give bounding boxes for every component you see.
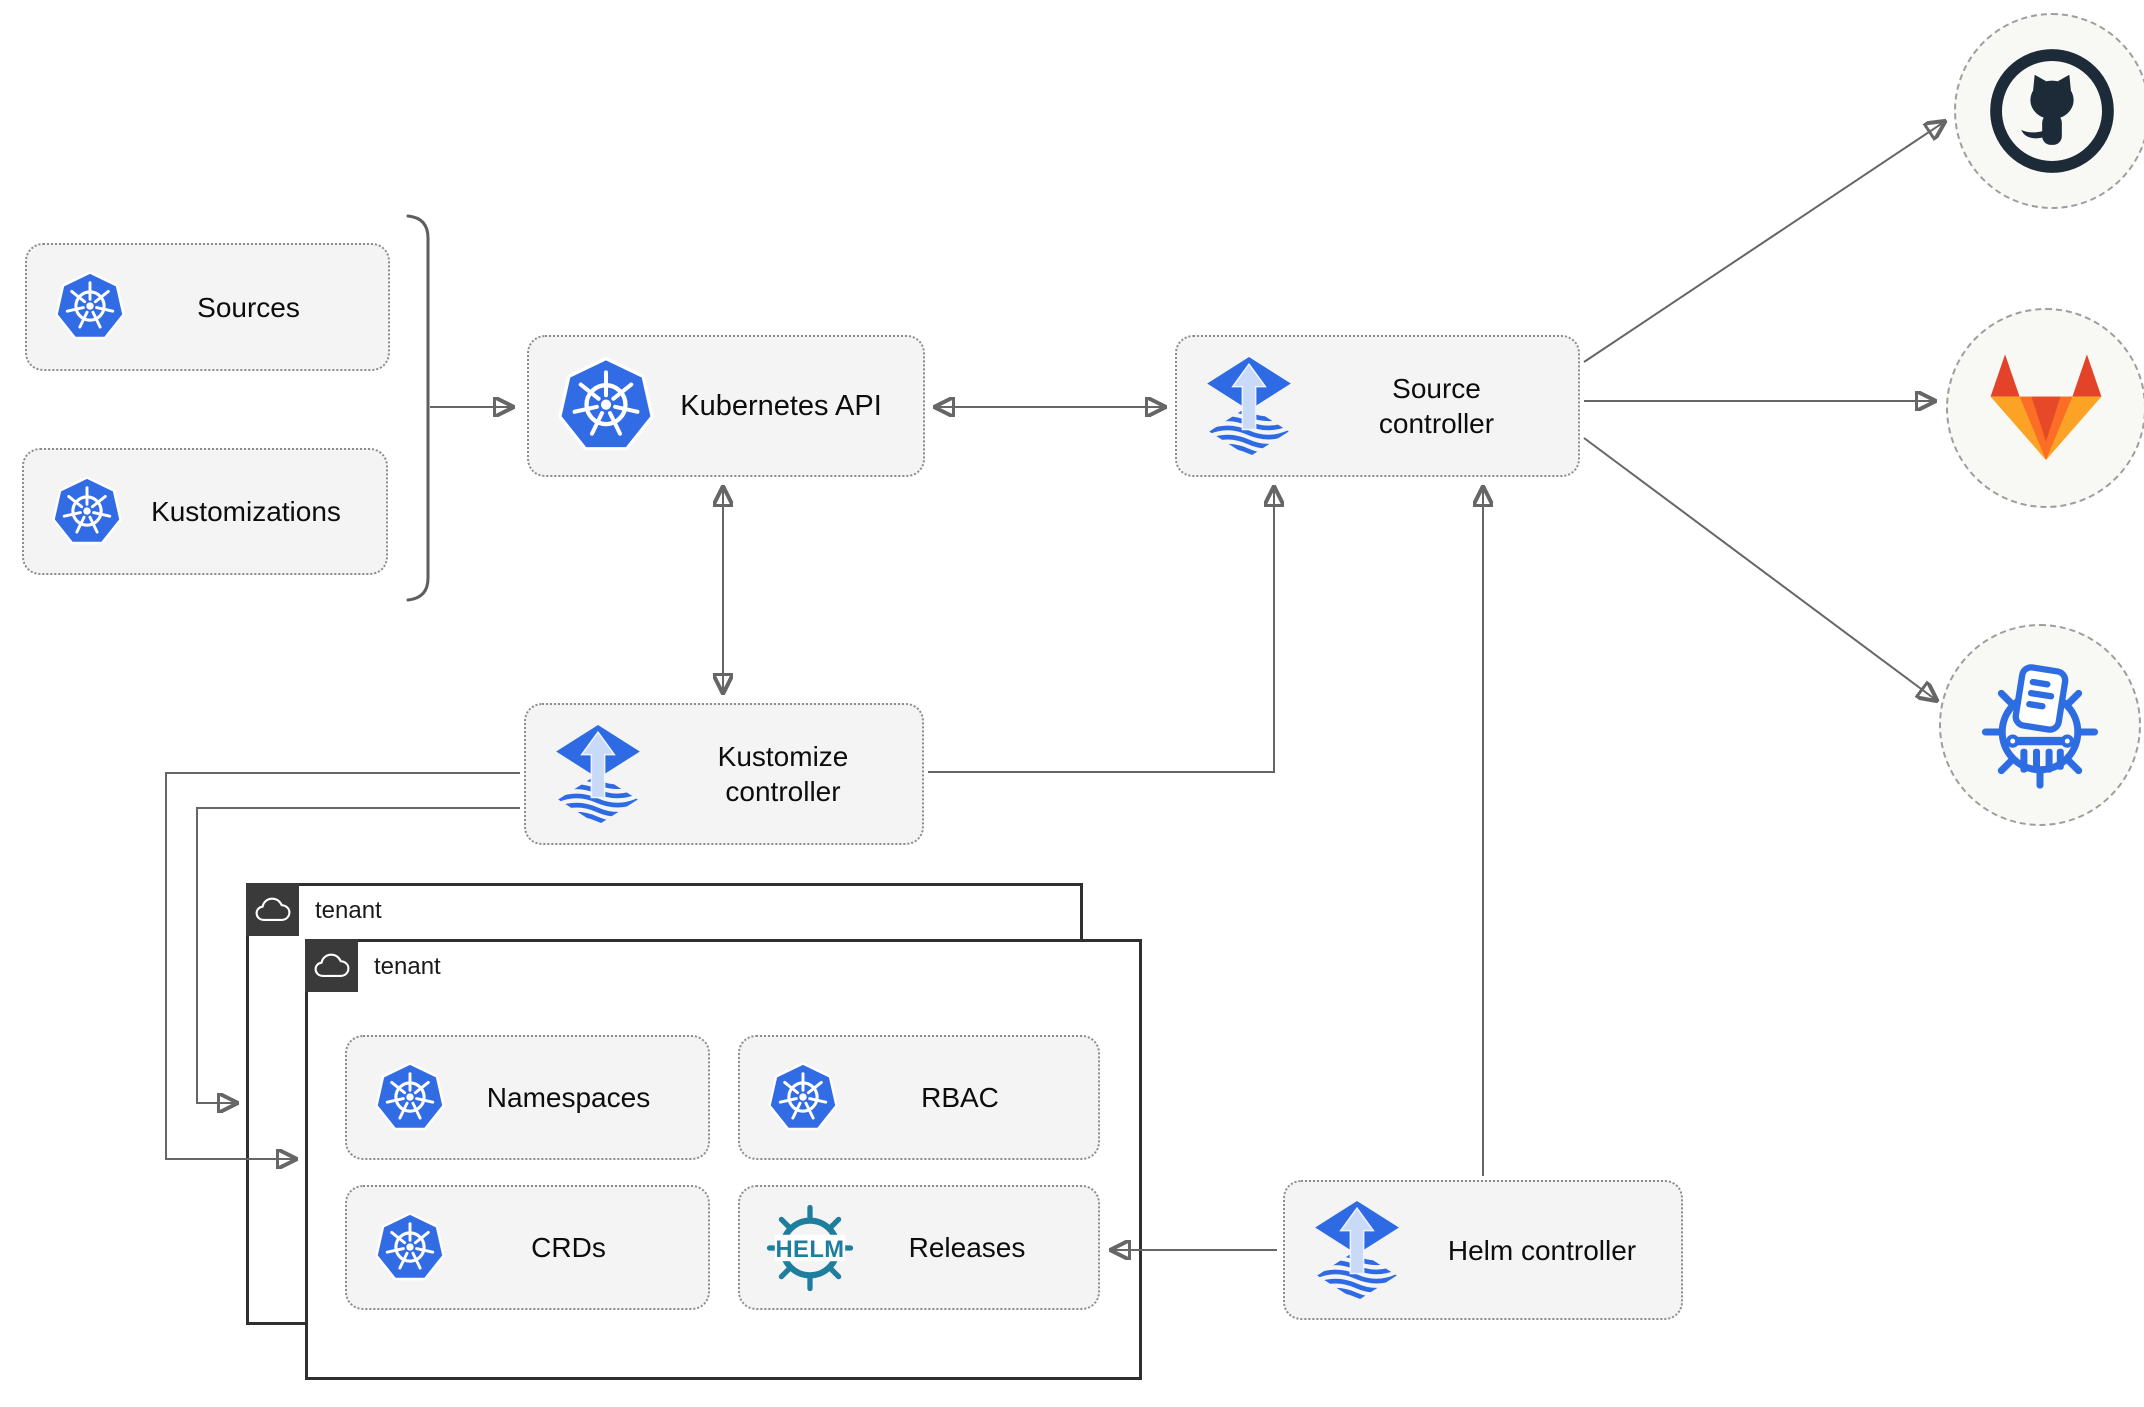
kubernetes-icon: [555, 356, 657, 456]
node-kustomizations: Kustomizations: [22, 448, 388, 575]
gitlab-endpoint: [1946, 308, 2144, 508]
node-label: Kubernetes API: [680, 389, 882, 422]
tenant-label: tenant: [374, 953, 441, 980]
node-label: Kustomize controller: [717, 741, 849, 807]
flux-icon: [1311, 1199, 1403, 1301]
node-rbac: RBAC: [738, 1035, 1100, 1160]
edge-sourcectrl-github: [1583, 122, 1944, 363]
node-label: CRDs: [531, 1232, 606, 1263]
tenant-header: [246, 883, 299, 936]
cloud-icon: [255, 895, 291, 924]
edge-kustomizectrl-sourcectrl: [928, 488, 1274, 773]
flux-icon: [1203, 355, 1295, 457]
node-label: Kustomizations: [151, 496, 341, 527]
cloud-icon: [314, 951, 350, 980]
node-kustomize-controller: Kustomize controller: [524, 703, 924, 845]
kubernetes-icon: [373, 1212, 447, 1284]
flux-icon: [552, 723, 644, 825]
node-namespaces: Namespaces: [345, 1035, 710, 1160]
helm-wheel-icon: [766, 1204, 854, 1292]
node-label: Namespaces: [486, 1082, 651, 1113]
node-sources: Sources: [25, 243, 390, 371]
node-label: Source controller: [1378, 373, 1495, 439]
node-label: Sources: [197, 291, 300, 323]
github-endpoint: [1954, 13, 2144, 209]
node-label: Releases: [908, 1232, 1026, 1263]
kubernetes-icon: [373, 1062, 447, 1134]
kubernetes-icon: [53, 271, 127, 343]
node-label: RBAC: [921, 1082, 999, 1113]
node-source-controller: Source controller: [1175, 335, 1580, 477]
node-helm-controller: Helm controller: [1283, 1180, 1683, 1320]
tenant-label: tenant: [315, 897, 382, 924]
node-crds: CRDs: [345, 1185, 710, 1310]
github-icon: [1989, 48, 2115, 174]
chartmuseum-icon: [1970, 655, 2110, 795]
node-kubernetes-api: Kubernetes API: [527, 335, 925, 477]
gitlab-icon: [1980, 349, 2112, 468]
edge-sourcectrl-chartmuseum: [1583, 437, 1936, 700]
chartmuseum-endpoint: [1939, 624, 2141, 826]
tenant-header: [305, 939, 358, 992]
kubernetes-icon: [766, 1062, 840, 1134]
node-label: Helm controller: [1447, 1234, 1637, 1266]
edge-bracket-sources-group: [406, 214, 430, 602]
kubernetes-icon: [50, 476, 124, 548]
node-releases: Releases: [738, 1185, 1100, 1310]
